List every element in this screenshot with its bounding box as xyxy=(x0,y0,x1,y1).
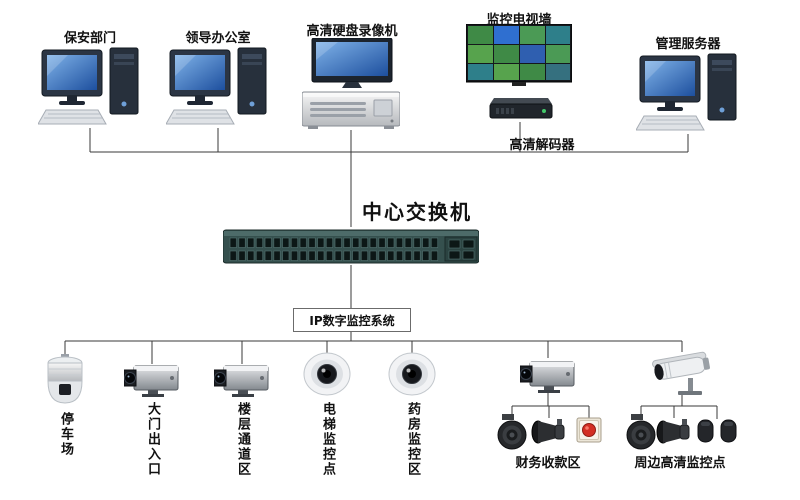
security-dept-computer-icon xyxy=(38,47,139,125)
finance-panic-button-icon xyxy=(576,417,602,443)
management-server-label: 管理服务器 xyxy=(655,37,721,52)
dvr-rack-unit-icon xyxy=(302,91,400,130)
perimeter-sensor-pair-icon xyxy=(697,419,737,443)
core-switch-label: 中心交换机 xyxy=(362,200,472,224)
tv-wall-icon xyxy=(466,24,572,86)
perimeter-alarm-siren-icon xyxy=(656,418,690,444)
elevator-dome-camera-icon xyxy=(303,352,351,396)
finance-box-camera-icon xyxy=(520,361,575,393)
hd-decoder-label: 高清解码器 xyxy=(509,138,575,153)
parking-lot-label: 停车场 xyxy=(58,412,73,457)
gate-box-camera-icon xyxy=(124,365,179,397)
finance-alarm-siren-icon xyxy=(531,418,565,444)
floor-corridor-label: 楼层通道区 xyxy=(235,402,250,477)
security-dept-label: 保安部门 xyxy=(63,31,117,46)
perimeter-bullet-camera-icon xyxy=(651,350,712,396)
system-title-box: IP数字监控系统 xyxy=(293,308,411,332)
perimeter-zone-label: 周边高清监控点 xyxy=(634,456,726,471)
management-server-icon xyxy=(636,53,737,131)
elevator-monitor-label: 电梯监控点 xyxy=(320,402,335,477)
gate-entrance-label: 大门出入口 xyxy=(145,402,160,477)
pharmacy-dome-camera-icon xyxy=(388,352,436,396)
perimeter-alarm-speaker-icon xyxy=(626,414,656,450)
leader-office-label: 领导办公室 xyxy=(185,31,251,46)
finance-alarm-speaker-icon xyxy=(497,414,527,450)
hd-decoder-icon xyxy=(489,97,553,119)
finance-zone-label: 财务收款区 xyxy=(515,456,581,471)
ptz-dome-camera-icon xyxy=(47,354,83,404)
dvr-monitor-icon xyxy=(311,38,393,88)
core-switch-icon xyxy=(223,229,479,264)
pharmacy-monitor-label: 药房监控区 xyxy=(405,402,420,477)
corridor-box-camera-icon xyxy=(214,365,269,397)
leader-office-computer-icon xyxy=(166,47,267,125)
hd-dvr-label: 高清硬盘录像机 xyxy=(306,24,398,39)
